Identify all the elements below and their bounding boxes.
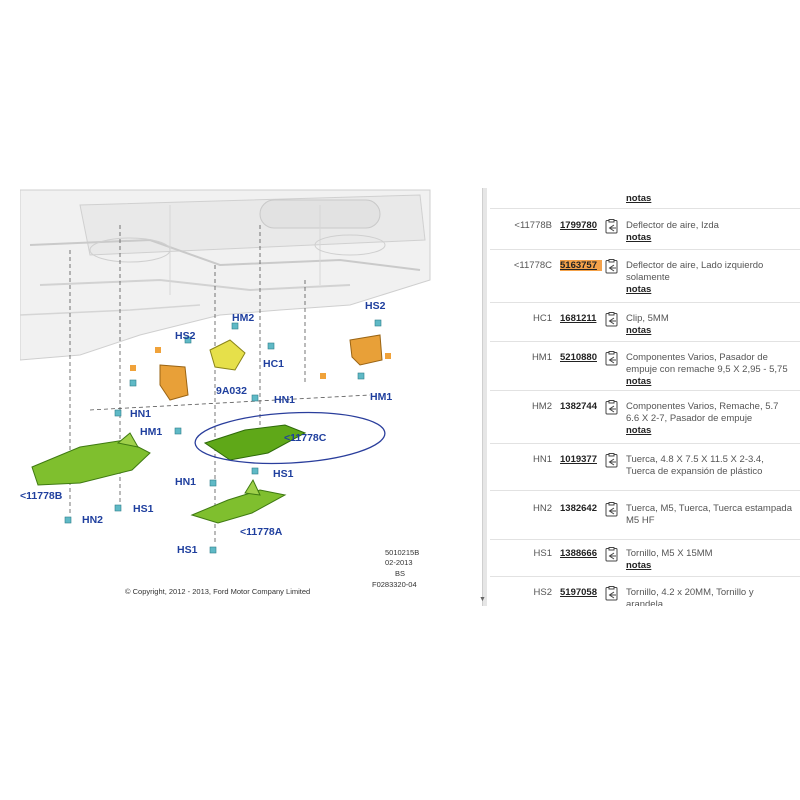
label-hm1-left: HM1 (140, 426, 162, 438)
part-number-link[interactable]: 5197058 (560, 587, 597, 598)
add-to-list-icon[interactable] (605, 259, 618, 274)
label-hs2-right: HS2 (365, 300, 386, 312)
add-to-list-icon[interactable] (605, 312, 618, 327)
part-description: Deflector de aire, Izda (626, 220, 719, 231)
part-code: <11778B (514, 220, 552, 231)
part-description: Componentes Varios, Remache, 5.7 6.6 X 2… (626, 401, 779, 424)
add-to-list-icon[interactable] (605, 453, 618, 468)
label-hn1-left: HN1 (130, 408, 151, 420)
label-hs1-bottom: HS1 (177, 544, 198, 556)
copyright-text: © Copyright, 2012 - 2013, Ford Motor Com… (125, 587, 310, 596)
part-description: Tuerca, 4.8 X 7.5 X 11.5 X 2-3.4, Tuerca… (626, 454, 764, 477)
part-description: Deflector de aire, Lado izquierdo solame… (626, 260, 764, 283)
label-hn1-lower: HN1 (175, 476, 196, 488)
add-to-list-icon[interactable] (605, 400, 618, 415)
part-number-link[interactable]: 1388666 (560, 548, 597, 559)
label-hs2-left: HS2 (175, 330, 196, 342)
notas-link[interactable]: notas (626, 560, 652, 571)
part-number-link[interactable]: 5210880 (560, 352, 597, 363)
label-11778a: <11778A (240, 526, 283, 538)
part-code: HS2 (533, 587, 552, 598)
notas-link[interactable]: notas (626, 325, 652, 336)
table-row: HM1 5210880 Componentes Varios, Pasador … (490, 342, 800, 391)
part-description: Tornillo, 4.2 x 20MM, Tornillo y arandel… (626, 587, 754, 606)
part-number-link[interactable]: 1382642 (560, 503, 597, 514)
add-to-list-icon[interactable] (605, 586, 618, 601)
part-number-link[interactable]: 1382744 (560, 401, 597, 412)
label-hs1-mid: HS1 (273, 468, 294, 480)
notas-link[interactable]: notas (626, 284, 652, 295)
ref-line-4: F0283320-04 (372, 580, 417, 589)
reference-block: 5010215B 02-2013 BS F0283320-04 (372, 548, 419, 589)
part-number-link[interactable]: 1799780 (560, 220, 597, 231)
part-description: Tornillo, M5 X 15MM (626, 548, 713, 559)
list-item: notas (490, 186, 800, 209)
notas-link[interactable]: notas (626, 193, 652, 204)
part-code: HC1 (532, 313, 552, 324)
add-to-list-icon[interactable] (605, 502, 618, 517)
part-description: Tuerca, M5, Tuerca, Tuerca estampada M5 … (626, 503, 792, 526)
parts-list: notas <11778B 1799780 Deflector de aire,… (490, 186, 800, 606)
part-description: Componentes Varios, Pasador de empuje co… (626, 352, 788, 375)
notas-link[interactable]: notas (626, 232, 652, 243)
label-hm1-right: HM1 (370, 391, 392, 403)
diagram-svg: HS2 HM2 HC1 HS2 HN1 HM1 9A032 HN1 HM1 <1… (20, 189, 431, 596)
label-hn2: HN2 (82, 514, 103, 526)
brackets (130, 334, 391, 401)
ref-line-1: 5010215B (385, 548, 419, 557)
part-code: HM2 (531, 401, 552, 412)
part-code: HN1 (532, 454, 552, 465)
part-description: Clip, 5MM (626, 313, 669, 324)
notas-link[interactable]: notas (626, 425, 652, 436)
add-to-list-icon[interactable] (605, 547, 618, 562)
parts-diagram: HS2 HM2 HC1 HS2 HN1 HM1 9A032 HN1 HM1 <1… (20, 185, 480, 605)
part-code: HM1 (531, 352, 552, 363)
add-to-list-icon[interactable] (605, 351, 618, 366)
label-hs1-left: HS1 (133, 503, 154, 515)
table-row: HN2 1382642 Tuerca, M5, Tuerca, Tuerca e… (490, 491, 800, 540)
fasteners (64, 319, 382, 554)
add-to-list-icon[interactable] (605, 219, 618, 234)
part-number-link[interactable]: 1681211 (560, 313, 597, 324)
label-hc1: HC1 (263, 358, 284, 370)
label-hm2: HM2 (232, 312, 254, 324)
table-row: HM2 1382744 Componentes Varios, Remache,… (490, 391, 800, 444)
label-11778b: <11778B (20, 490, 63, 502)
label-9a032: 9A032 (216, 385, 247, 397)
part-code: <11778C (513, 260, 552, 271)
table-row: HS2 5197058 Tornillo, 4.2 x 20MM, Tornil… (490, 577, 800, 606)
part-code: HN2 (532, 503, 552, 514)
part-number-link[interactable]: 1019377 (560, 454, 597, 465)
scroll-down-arrow-icon[interactable]: ▼ (479, 596, 486, 603)
diagram-labels: HS2 HM2 HC1 HS2 HN1 HM1 9A032 HN1 HM1 <1… (20, 300, 392, 556)
label-hn1-mid: HN1 (274, 394, 295, 406)
ref-line-2: 02-2013 (385, 558, 413, 567)
pane-splitter[interactable] (482, 188, 487, 606)
deflector-shields (31, 424, 307, 524)
notas-link[interactable]: notas (626, 376, 652, 387)
table-row: HN1 1019377 Tuerca, 4.8 X 7.5 X 11.5 X 2… (490, 444, 800, 491)
part-number-link[interactable]: 5163757 (560, 260, 602, 271)
label-11778c: <11778C (284, 432, 327, 444)
ref-line-3: BS (395, 569, 405, 578)
table-row: <11778C 5163757 Deflector de aire, Lado … (490, 250, 800, 303)
vehicle-underbody (20, 189, 431, 361)
callout-ellipse (194, 411, 386, 465)
part-code: HS1 (533, 548, 552, 559)
